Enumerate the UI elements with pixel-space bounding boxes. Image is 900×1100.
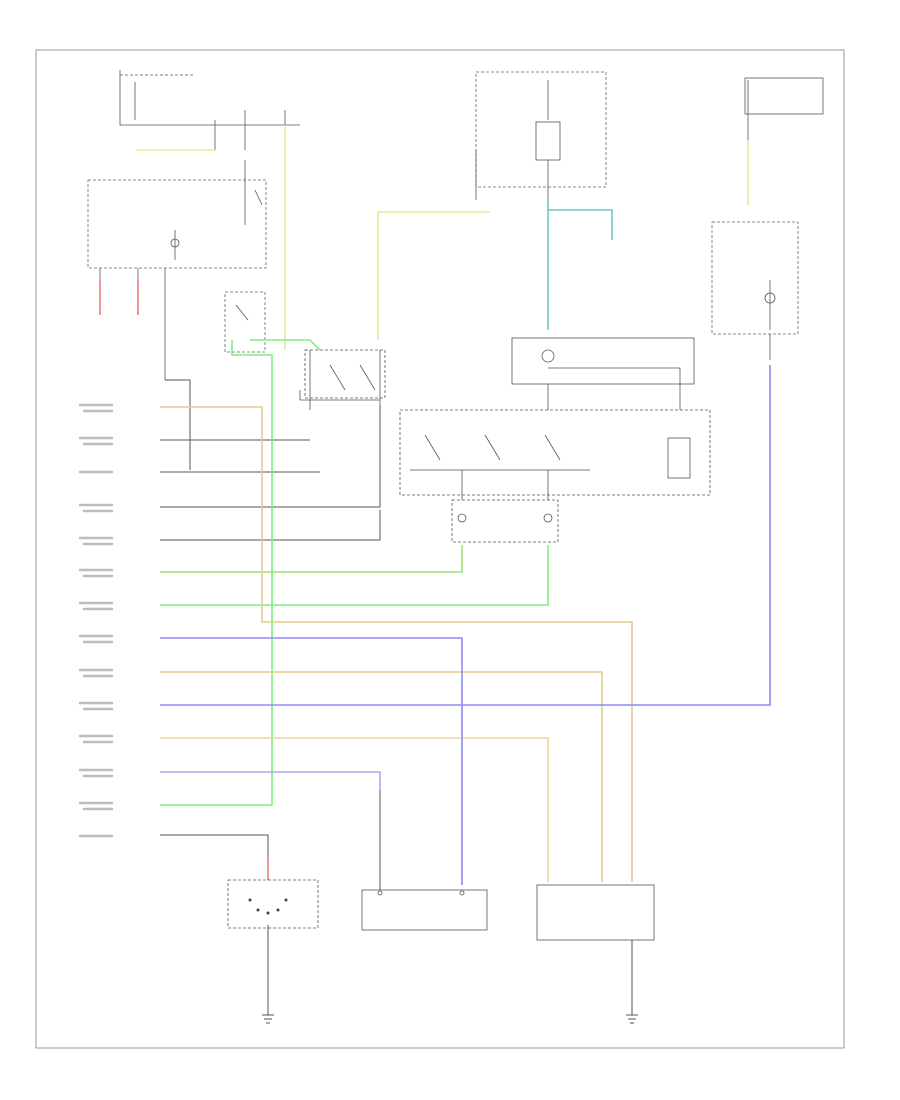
wire-green-d xyxy=(160,545,549,606)
left-terminal-label-marks xyxy=(78,403,114,838)
diagram-frame xyxy=(35,49,845,1049)
wire-green-b xyxy=(250,339,321,351)
ground-left-icon xyxy=(262,1014,274,1024)
top-left-fuse-block xyxy=(87,70,300,380)
wire-tan-b xyxy=(160,671,603,882)
top-right-fuse-block xyxy=(711,77,824,360)
transmission-range-sensor xyxy=(227,879,319,929)
switch-assembly-left xyxy=(224,291,386,410)
wire-cyan-branch xyxy=(548,209,613,240)
wire-yellow-cross xyxy=(377,211,490,340)
top-center-fuse-block xyxy=(475,71,607,200)
wire-blue-b xyxy=(160,365,771,706)
wire-blue-a xyxy=(160,637,463,885)
wire-green-c xyxy=(160,545,463,573)
bottom-right-module xyxy=(536,884,655,941)
wire-tan-c xyxy=(160,737,549,882)
dark-signal-wires xyxy=(160,379,381,541)
lower-dark-wires xyxy=(160,790,633,1015)
wire-green-a xyxy=(160,340,273,806)
center-control-module xyxy=(399,337,711,543)
ground-right-icon xyxy=(626,1014,638,1024)
wire-blue-c xyxy=(160,771,381,790)
middle-bottom-connector xyxy=(361,889,488,931)
wire-tan-a xyxy=(160,406,633,882)
